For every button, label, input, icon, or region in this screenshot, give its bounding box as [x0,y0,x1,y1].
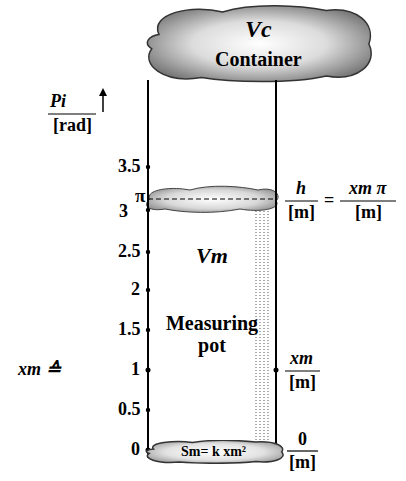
axis-label: 3 [119,202,128,222]
axis-label: [m] [289,453,316,473]
axis-ticks [146,165,279,453]
axis-label: [m] [288,203,315,223]
axis-label: 1 [131,360,140,380]
arrow-head [99,88,107,96]
container-cloud: VcContainer [140,4,376,84]
axis-label: 2.5 [118,242,141,262]
base-area-cloud: Sm= k xm² [142,440,286,464]
node-text: Container [215,48,302,70]
axis-label: 0 [131,440,140,460]
fraction-bars [285,201,396,451]
axis-label: 3.5 [118,157,141,177]
axis-label: xm [290,349,313,369]
node-title: Vc [245,16,272,42]
measuring-pot: VmMeasuring potSm= k xm² [147,80,277,458]
axis-label: [m] [355,203,382,223]
axis-label: = [324,191,334,211]
node-title: Vm [196,244,228,268]
fraction-bar [48,113,96,114]
axis-label: xm π [349,179,386,199]
pi-level-line [148,199,276,200]
node-title: Sm= k xm² [181,444,246,459]
axis-label: π [135,186,145,207]
surface-cloud [146,186,278,212]
axis-label: Pi [50,92,66,112]
axis-label: 0 [298,430,307,450]
axis-label: [rad] [53,116,92,136]
axis-label: xm ≙ [18,360,61,380]
axis-label: h [296,179,306,199]
node-text: Measuring pot [157,312,267,356]
axis-label: 0.5 [118,400,141,420]
axis-label: 1.5 [118,320,141,340]
axis-label: 2 [131,280,140,300]
axis-label: [m] [289,373,316,393]
